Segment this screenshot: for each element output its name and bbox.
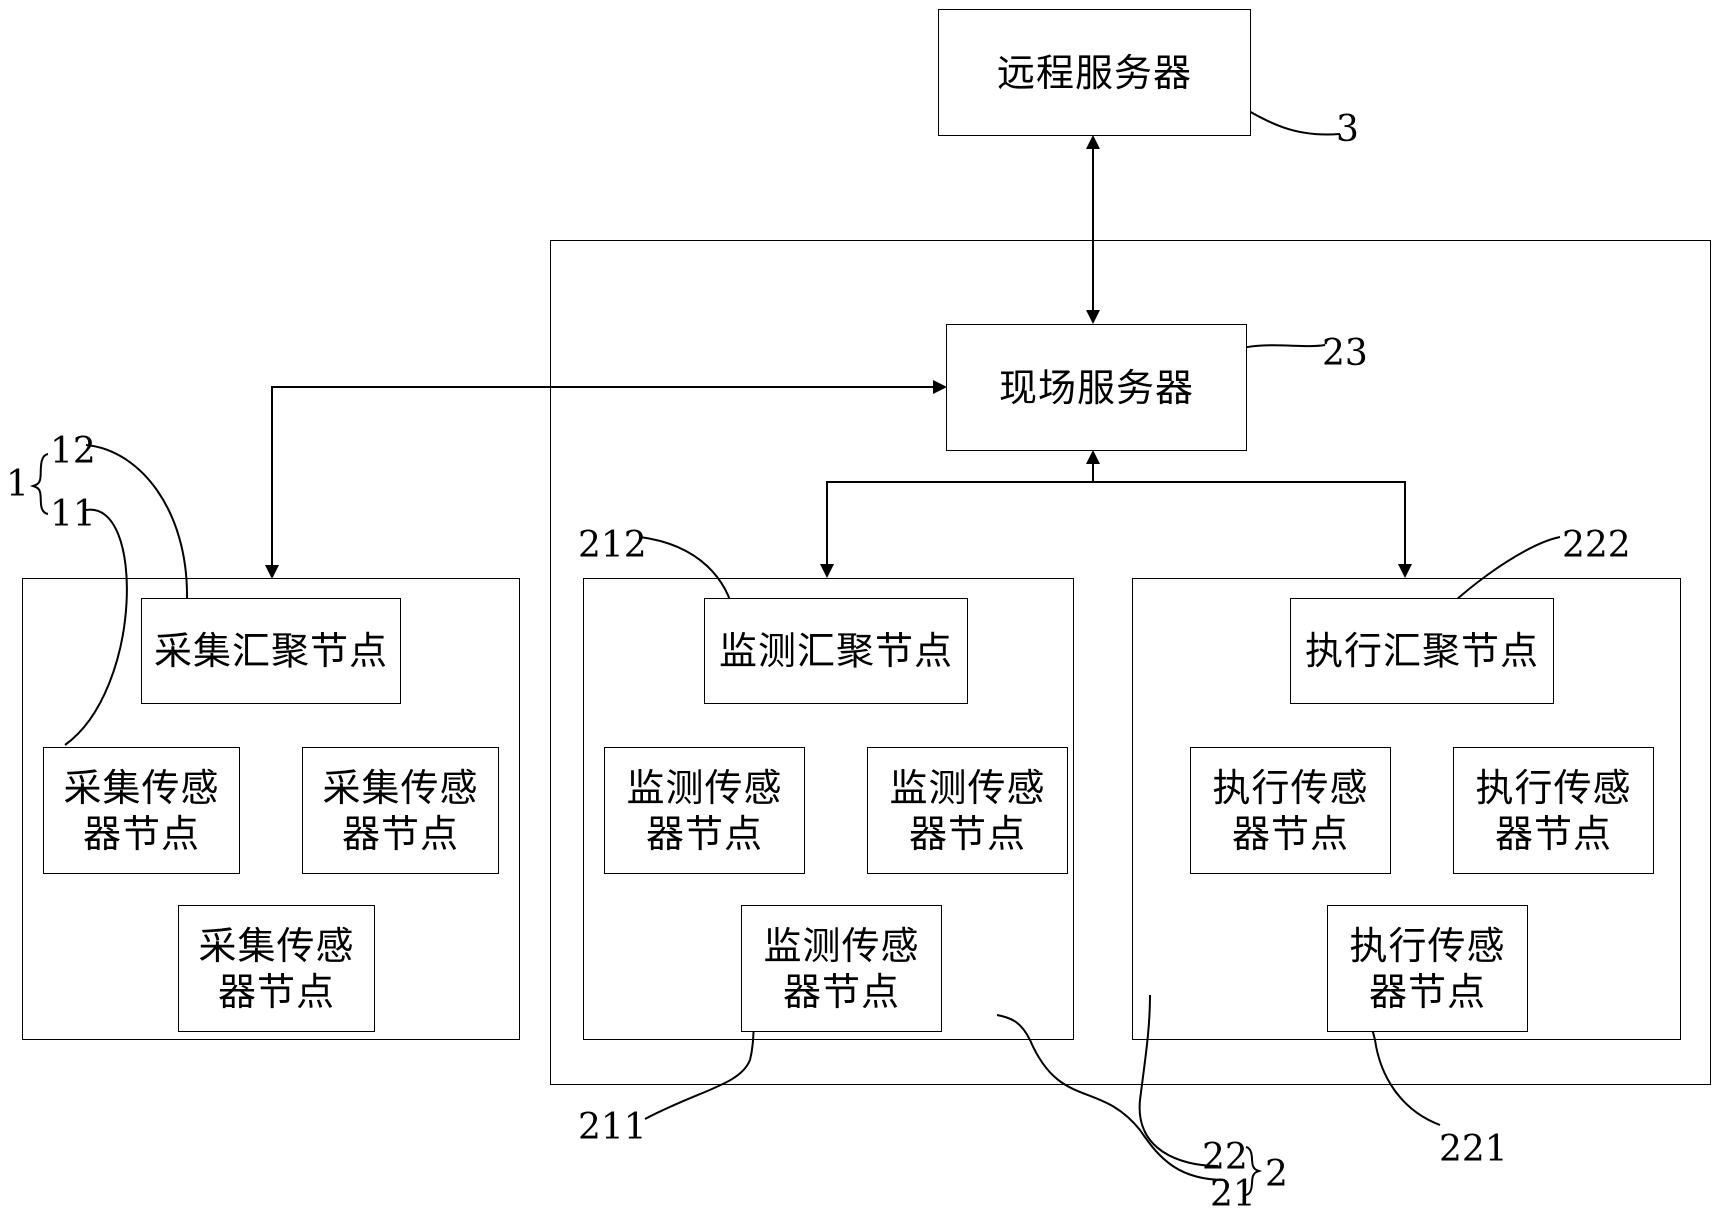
remote-server-label: 远程服务器 <box>996 50 1192 95</box>
remote-server-box: 远程服务器 <box>938 9 1251 136</box>
brace-2 <box>1245 1146 1263 1196</box>
ref-label-221: 221 <box>1439 1129 1508 1170</box>
ref-label-22: 22 <box>1202 1137 1248 1178</box>
exec-sensor-label: 执行传感器节点 <box>1212 765 1369 856</box>
leader-11 <box>64 508 128 746</box>
collect-sensor-node-2: 采集传感器节点 <box>302 747 499 874</box>
monitor-sensor-node-1: 监测传感器节点 <box>604 747 805 874</box>
link-branch-exec <box>1093 481 1412 578</box>
ref-label-2: 2 <box>1265 1154 1288 1195</box>
collect-sensor-label: 采集传感器节点 <box>198 923 355 1014</box>
leader-22 <box>1138 994 1219 1167</box>
monitor-sensor-label: 监测传感器节点 <box>763 923 920 1014</box>
collect-sink-node: 采集汇聚节点 <box>141 598 401 704</box>
link-onsite-collect <box>265 380 947 579</box>
onsite-server-box: 现场服务器 <box>946 324 1247 451</box>
exec-sensor-label: 执行传感器节点 <box>1475 765 1632 856</box>
exec-sensor-node-3: 执行传感器节点 <box>1327 905 1528 1032</box>
collect-network-group <box>22 578 520 1040</box>
link-branch-monitor <box>820 481 1093 578</box>
monitor-sink-node: 监测汇聚节点 <box>704 598 968 704</box>
ref-label-222: 222 <box>1562 525 1631 566</box>
collect-sensor-node-1: 采集传感器节点 <box>43 747 240 874</box>
monitor-sensor-label: 监测传感器节点 <box>889 765 1046 856</box>
collect-sensor-label: 采集传感器节点 <box>63 765 220 856</box>
monitor-sensor-node-3: 监测传感器节点 <box>741 905 942 1032</box>
exec-sink-label: 执行汇聚节点 <box>1304 629 1539 673</box>
collect-sensor-node-3: 采集传感器节点 <box>178 905 375 1032</box>
leader-21 <box>996 1014 1226 1181</box>
collect-sink-label: 采集汇聚节点 <box>153 629 388 673</box>
onsite-server-label: 现场服务器 <box>998 365 1194 410</box>
ref-label-21: 21 <box>1210 1174 1256 1215</box>
ref-label-11: 11 <box>50 494 96 535</box>
leader-12 <box>85 444 189 599</box>
ref-label-3: 3 <box>1336 109 1359 150</box>
ref-label-12: 12 <box>50 431 96 472</box>
exec-sensor-node-1: 执行传感器节点 <box>1190 747 1391 874</box>
onsite-system-container <box>550 240 1711 1085</box>
monitor-sensor-node-2: 监测传感器节点 <box>867 747 1068 874</box>
collect-sensor-label: 采集传感器节点 <box>322 765 479 856</box>
ref-label-211: 211 <box>578 1107 647 1148</box>
exec-sink-node: 执行汇聚节点 <box>1290 598 1554 704</box>
ref-label-1: 1 <box>6 464 29 505</box>
ref-label-212: 212 <box>578 525 647 566</box>
monitor-network-group <box>583 578 1074 1040</box>
exec-sensor-label: 执行传感器节点 <box>1349 923 1506 1014</box>
monitor-sink-label: 监测汇聚节点 <box>718 629 953 673</box>
exec-network-group <box>1132 578 1681 1040</box>
exec-sensor-node-2: 执行传感器节点 <box>1453 747 1654 874</box>
ref-label-23: 23 <box>1322 333 1368 374</box>
monitor-sensor-label: 监测传感器节点 <box>626 765 783 856</box>
brace-1 <box>29 453 49 515</box>
